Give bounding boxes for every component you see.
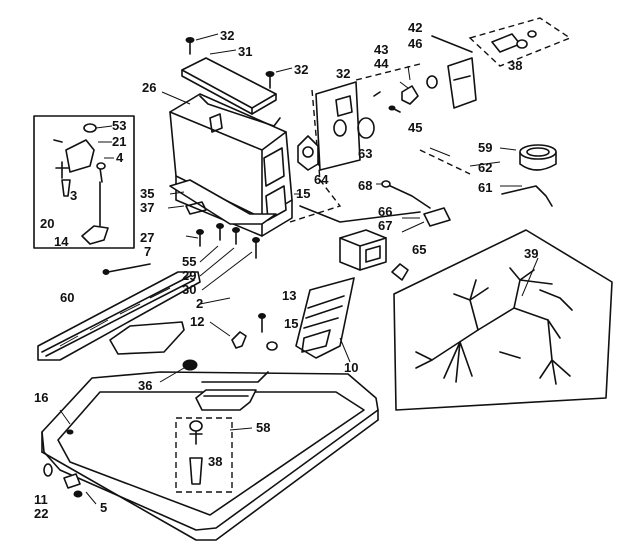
label-30: 30: [182, 282, 196, 297]
label-22: 22: [34, 506, 48, 521]
label-29: 29: [182, 268, 196, 283]
label-58: 58: [256, 420, 270, 435]
label-53: 53: [112, 118, 126, 133]
label-16: 16: [34, 390, 48, 405]
cover-plate: [109, 321, 185, 355]
knob: [391, 263, 409, 281]
side-rail: [37, 271, 201, 361]
wire-clip: [102, 263, 151, 275]
label-37: 37: [140, 200, 154, 215]
label-5: 5: [100, 500, 107, 515]
clip-part: [231, 331, 247, 349]
label-43: 43: [374, 42, 388, 57]
latch-inset: [431, 17, 572, 67]
control-bracket: [289, 63, 471, 223]
label-3: 3: [70, 188, 77, 203]
label-46: 46: [408, 36, 422, 51]
door-panel: [295, 277, 355, 359]
fastener-inset: [175, 417, 233, 493]
label-61: 61: [478, 180, 492, 195]
bushing-ring: [519, 144, 557, 171]
label-13: 13: [282, 288, 296, 303]
label-32: 32: [336, 66, 350, 81]
label-55: 55: [182, 254, 196, 269]
label-38: 38: [508, 58, 522, 73]
screws: [185, 37, 278, 351]
label-20: 20: [40, 216, 54, 231]
leader-lines: [59, 33, 539, 505]
label-12: 12: [190, 314, 204, 329]
label-60: 60: [60, 290, 74, 305]
mounting-bracket: [447, 57, 477, 109]
label-21: 21: [112, 134, 126, 149]
label-32: 32: [220, 28, 234, 43]
label-36: 36: [138, 378, 152, 393]
top-panel: [41, 359, 379, 541]
label-44: 44: [374, 56, 389, 71]
part-labels: 32 31 32 32 26 53 21 4 3 20 14 35 37 27 …: [34, 20, 538, 521]
wire-harness-inset: [393, 229, 613, 411]
switch-parts: [373, 75, 438, 113]
label-26: 26: [142, 80, 156, 95]
lid-panel: [181, 57, 277, 115]
label-27: 27: [140, 230, 154, 245]
label-38: 38: [208, 454, 222, 469]
label-11: 11: [34, 492, 48, 507]
rocker-switch: [299, 205, 451, 271]
foot-parts: [43, 463, 83, 498]
label-4: 4: [116, 150, 124, 165]
label-15: 15: [284, 316, 298, 331]
label-42: 42: [408, 20, 422, 35]
label-68: 68: [358, 178, 372, 193]
label-62: 62: [478, 160, 492, 175]
label-67: 67: [378, 218, 392, 233]
label-65: 65: [412, 242, 426, 257]
label-10: 10: [344, 360, 358, 375]
label-2: 2: [196, 296, 203, 311]
label-35: 35: [140, 186, 154, 201]
label-45: 45: [408, 120, 422, 135]
spring-wire: [501, 185, 553, 207]
label-59: 59: [478, 140, 492, 155]
label-15: 15: [296, 186, 310, 201]
label-7: 7: [144, 244, 151, 259]
label-63: 63: [358, 146, 372, 161]
label-64: 64: [314, 172, 329, 187]
label-66: 66: [378, 204, 392, 219]
label-32: 32: [294, 62, 308, 77]
label-31: 31: [238, 44, 252, 59]
housing-box: [169, 93, 293, 237]
label-14: 14: [54, 234, 69, 249]
label-39: 39: [524, 246, 538, 261]
